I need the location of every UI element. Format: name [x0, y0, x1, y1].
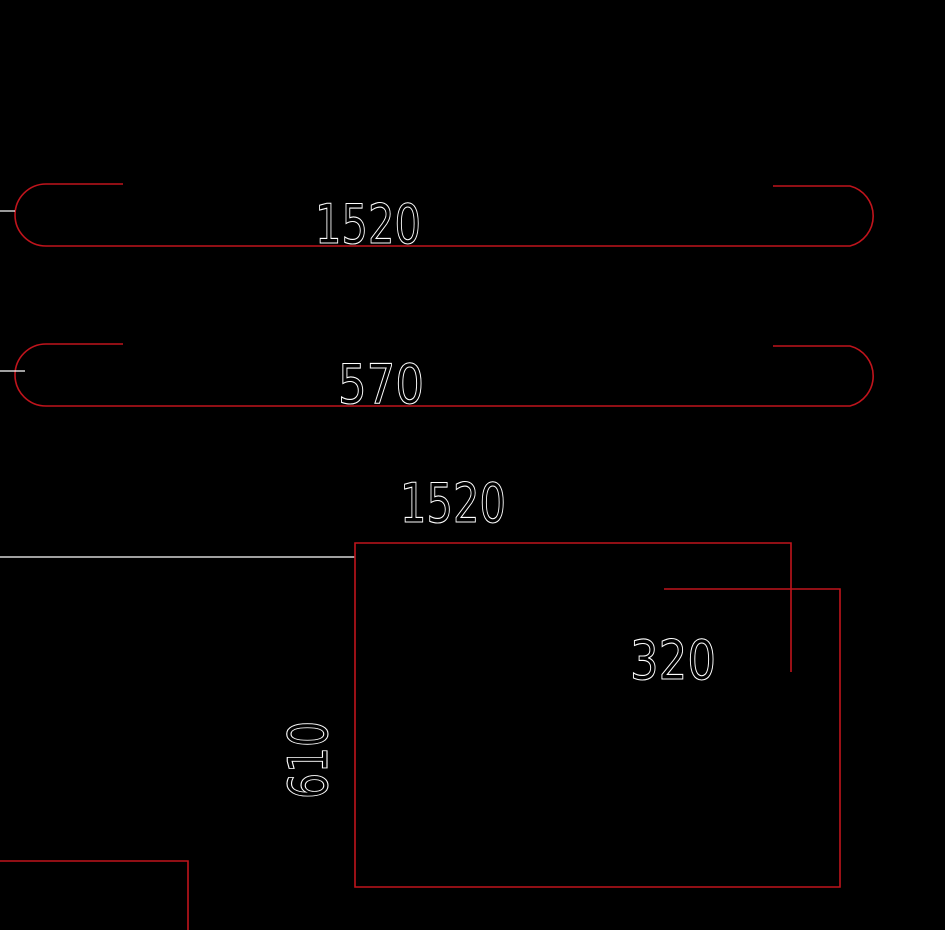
- partial-rebar-shape: [0, 860, 189, 930]
- rebar-middle-shape: [14, 343, 874, 407]
- stirrup: 1520 320 610: [0, 471, 841, 888]
- stirrup-hook-label: 320: [630, 629, 716, 692]
- rebar-top: 1520: [0, 183, 874, 257]
- rebar-top-length-label: 1520: [315, 193, 421, 256]
- rebar-top-shape: [14, 183, 874, 247]
- stirrup-shape: [354, 542, 841, 888]
- rebar-middle: 570: [0, 343, 874, 417]
- stirrup-width-label: 1520: [400, 472, 506, 535]
- rebar-middle-length-label: 570: [338, 353, 424, 416]
- stirrup-height-label: 610: [277, 721, 340, 799]
